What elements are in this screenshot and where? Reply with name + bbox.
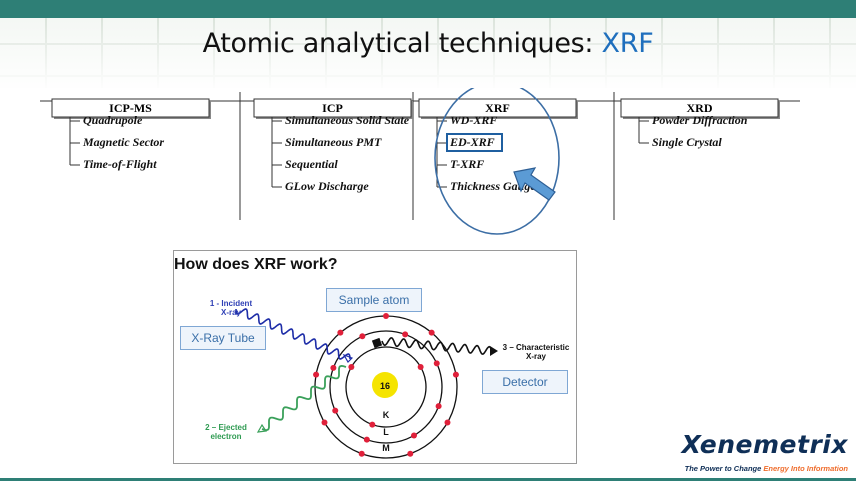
pointer-arrow — [513, 167, 556, 201]
slide-title: Atomic analytical techniques: XRF — [0, 28, 856, 59]
category-box — [418, 98, 577, 118]
xrf-heading: How does XRF work? — [174, 256, 338, 273]
x-ray-tube-label: X-Ray Tube — [180, 326, 266, 350]
shell-k — [345, 346, 427, 428]
technique-item: ED-XRF — [449, 135, 495, 149]
technique-item: WD-XRF — [450, 113, 497, 127]
technique-item: T-XRF — [450, 157, 484, 171]
category-box — [253, 98, 412, 118]
incident-arrowhead — [342, 353, 354, 363]
xrf-diagram-panel: 16 K L M How does XRF work? Sample atom … — [173, 250, 577, 464]
logo-tagline: The Power to Change Energy Into Informat… — [684, 464, 848, 473]
vacancy-marker — [371, 337, 383, 349]
electron — [402, 331, 409, 338]
incident-xray-wave — [235, 308, 351, 360]
characteristic-arrowhead — [490, 346, 498, 356]
technique-item: Single Crystal — [652, 135, 722, 149]
shell-label-l: L — [383, 427, 389, 437]
detector-label: Detector — [482, 370, 568, 394]
shell-label-k: K — [383, 410, 390, 420]
title-main: Atomic analytical techniques: — [202, 28, 602, 59]
electron — [383, 313, 389, 319]
ejected-arrowhead — [256, 423, 268, 433]
category-box — [620, 98, 779, 118]
technique-item: Thickness Gauge — [450, 179, 536, 193]
shell-label-m: M — [382, 443, 390, 453]
category-label: ICP — [322, 101, 343, 115]
electron — [433, 360, 440, 367]
xenemetrix-logo: Xenemetrix The Power to Change Energy In… — [676, 430, 852, 476]
electron — [417, 364, 424, 370]
logo-wordmark: Xenemetrix — [681, 430, 848, 459]
background-fade — [0, 18, 856, 88]
electron — [363, 436, 370, 443]
electron — [428, 329, 435, 336]
sample-atom-label: Sample atom — [326, 288, 422, 312]
electron — [369, 421, 376, 428]
category-label: XRD — [687, 101, 713, 115]
technique-item: Time-of-Flight — [83, 157, 157, 171]
atom-diagram: 16 K L M — [235, 308, 498, 459]
electron — [444, 419, 451, 426]
shell-l — [329, 330, 443, 444]
technique-item: Simultaneous PMT — [285, 135, 382, 149]
electron — [411, 432, 417, 439]
ejected-electron-wave — [261, 364, 347, 432]
electron — [407, 450, 414, 457]
bottom-line — [0, 478, 856, 481]
electron — [452, 371, 459, 378]
electron — [359, 333, 366, 340]
electron — [332, 407, 339, 414]
technique-item: Simultaneous Solid State — [285, 113, 410, 127]
electrons — [313, 313, 459, 457]
electron — [337, 329, 344, 336]
technique-item: Sequential — [285, 157, 338, 171]
characteristic-xray-wave — [381, 337, 493, 355]
category-label: ICP-MS — [109, 101, 152, 115]
xrf-highlight-circle — [434, 88, 560, 235]
top-banner — [0, 0, 856, 18]
category-label: XRF — [485, 101, 510, 115]
electron — [358, 450, 365, 457]
electron — [321, 419, 328, 426]
title-accent: XRF — [601, 28, 654, 59]
nucleus — [372, 372, 398, 398]
electron — [330, 364, 337, 371]
highlight-box — [446, 133, 503, 152]
periodic-table-background — [0, 18, 856, 88]
nucleus-label: 16 — [380, 381, 390, 391]
technique-item: Magnetic Sector — [82, 135, 164, 149]
electron — [313, 371, 320, 378]
technique-item: Powder Diffraction — [652, 113, 748, 127]
electron — [435, 403, 442, 410]
technique-item: Quadrupole — [83, 113, 143, 127]
category-box — [51, 98, 210, 118]
technique-item: GLow Discharge — [285, 179, 369, 193]
electron — [348, 364, 355, 370]
